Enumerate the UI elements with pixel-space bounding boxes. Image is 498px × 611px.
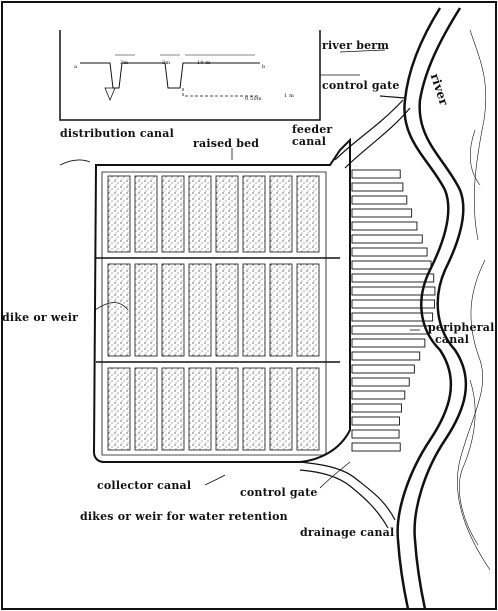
finger-bed — [351, 169, 401, 179]
inset-dim-mid: 3m — [162, 60, 171, 66]
label-peripheral-2: canal — [435, 333, 470, 346]
finger-bed — [351, 260, 432, 270]
feeder-canal — [334, 95, 411, 169]
raised-bed — [107, 175, 131, 253]
label-river-berm: river berm — [322, 39, 390, 52]
finger-bed — [351, 299, 436, 309]
raised-bed — [215, 263, 239, 357]
river-banks — [396, 7, 491, 610]
raised-bed — [188, 175, 212, 253]
raised-bed — [134, 367, 158, 451]
finger-bed — [351, 273, 435, 283]
finger-bed — [351, 403, 402, 413]
finger-bed — [351, 390, 406, 400]
raised-bed — [188, 367, 212, 451]
finger-bed — [351, 195, 408, 205]
raised-bed — [134, 175, 158, 253]
raised-bed — [215, 175, 239, 253]
inset-dim-right: 10 m — [197, 60, 211, 66]
raised-bed — [242, 175, 266, 253]
finger-bed — [351, 208, 413, 218]
finger-bed — [351, 312, 434, 322]
raised-bed — [242, 263, 266, 357]
finger-bed — [351, 221, 418, 231]
finger-beds — [351, 169, 436, 452]
finger-bed — [351, 416, 400, 426]
inset-dim-left: 3m — [120, 60, 129, 66]
finger-bed — [351, 286, 436, 296]
inset-point-a: a — [74, 64, 78, 70]
raised-bed — [269, 263, 293, 357]
inset-depth-2: 1 m — [284, 93, 295, 99]
raised-bed — [107, 367, 131, 451]
raised-bed — [215, 367, 239, 451]
raised-bed — [296, 175, 320, 253]
label-dikes-weir-retention: dikes or weir for water retention — [80, 510, 288, 523]
finger-bed — [351, 234, 423, 244]
finger-bed — [351, 338, 426, 348]
finger-bed — [351, 364, 415, 374]
label-collector-canal: collector canal — [97, 479, 192, 492]
finger-bed — [351, 442, 401, 452]
label-distribution-canal: distribution canal — [60, 127, 174, 140]
raised-bed — [269, 367, 293, 451]
raised-bed — [296, 367, 320, 451]
label-dike-or-weir: dike or weir — [2, 311, 79, 324]
finger-bed — [351, 247, 428, 257]
finger-bed — [351, 377, 410, 387]
label-raised-bed: raised bed — [193, 137, 260, 150]
inset-point-b: b — [262, 64, 266, 70]
finger-bed — [351, 429, 400, 439]
raised-bed — [296, 263, 320, 357]
raised-bed — [242, 367, 266, 451]
label-control-gate-top: control gate — [322, 79, 400, 92]
finger-bed — [351, 182, 404, 192]
raised-bed — [134, 263, 158, 357]
inset-depth-1: 0.50m — [245, 96, 262, 102]
raised-bed — [107, 263, 131, 357]
label-feeder-1: feeder — [292, 123, 333, 136]
cross-section-inset — [59, 30, 321, 121]
raised-bed — [188, 263, 212, 357]
raised-bed — [161, 263, 185, 357]
finger-bed — [351, 325, 430, 335]
raised-bed — [269, 175, 293, 253]
raised-bed — [161, 175, 185, 253]
drainage-canal — [299, 461, 396, 529]
leader-lines — [59, 49, 420, 489]
label-drainage-canal: drainage canal — [300, 526, 395, 539]
label-feeder-2: canal — [292, 135, 327, 148]
label-control-gate-bottom: control gate — [240, 486, 318, 499]
raised-bed — [161, 367, 185, 451]
finger-bed — [351, 351, 421, 361]
field-block — [92, 137, 351, 463]
label-peripheral-1: peripheral — [428, 321, 495, 334]
